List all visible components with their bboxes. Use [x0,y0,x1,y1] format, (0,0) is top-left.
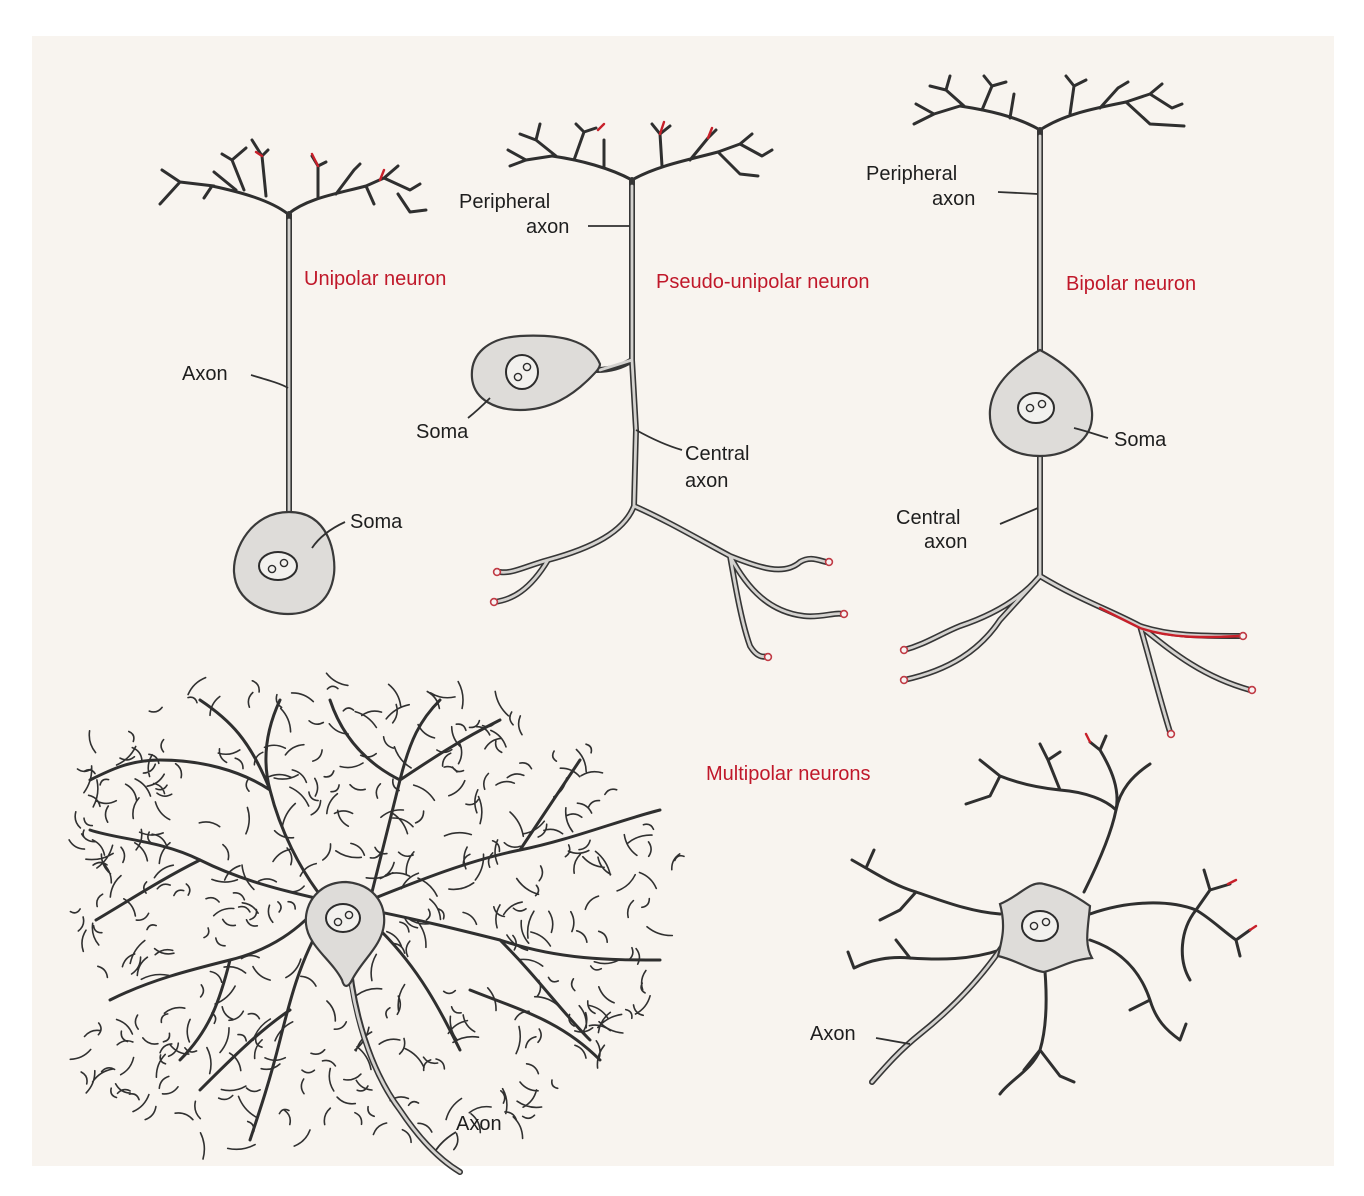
small-axon-leader [875,1037,911,1045]
pseudo-central-label: Central [685,443,749,465]
axon-terminal-icon [489,597,499,607]
unipolar-dendrite-tips [254,150,386,182]
nucleolus-icon [1029,921,1039,931]
bipolar-nucleus [1017,392,1055,424]
unipolar-nucleus [258,551,298,581]
axon-terminal-icon [824,557,834,567]
pseudo-nucleus [505,354,539,390]
bipolar-central-label-2: axon [924,531,967,553]
multipolar-neuron-large: Axon [68,672,685,1175]
nucleolus-icon [1037,399,1047,409]
large-multipolar-soma [304,880,386,988]
large-axon-leader [435,1131,457,1151]
axon-terminal-icon [1166,729,1176,739]
nucleolus-icon [344,910,354,920]
bipolar-soma-label: Soma [1114,429,1167,451]
multipolar-title: Multipolar neurons [706,763,871,785]
pseudo-peripheral-branches [506,122,774,182]
bipolar-soma-leader [1073,427,1109,439]
small-dendrites [846,734,1252,1096]
unipolar-axon-label: Axon [182,363,228,385]
small-dendrite-tips [1084,732,1258,932]
nucleolus-icon [333,917,343,927]
bipolar-dendrites [912,74,1186,132]
small-multipolar-nucleus [1021,910,1059,942]
bipolar-peripheral-leader [997,191,1039,195]
nucleolus-icon [267,564,277,574]
nucleolus-icon [522,362,532,372]
unipolar-title: Unipolar neuron [304,268,446,290]
pseudo-central-label-2: axon [685,470,728,492]
nucleolus-icon [279,558,289,568]
bipolar-central-leader [999,507,1039,525]
dendritic-spine-texture [68,672,685,1160]
unipolar-soma-leader [311,521,346,549]
large-multipolar-nucleus [325,903,361,933]
bipolar-central-label: Central [896,507,960,529]
unipolar-soma-label: Soma [350,511,403,533]
nucleolus-icon [1025,403,1035,413]
small-multipolar-axon-label: Axon [810,1023,856,1045]
nucleolus-icon [1041,917,1051,927]
axon-terminal-icon [763,652,773,662]
bipolar-peripheral-label-2: axon [932,188,975,210]
bipolar-peripheral-label: Peripheral [866,163,957,185]
pseudo-central-leader [635,429,683,451]
axon-terminal-icon [899,675,909,685]
pseudo-soma-label: Soma [416,421,469,443]
pseudo-peripheral-label-2: axon [526,216,569,238]
unipolar-dendrites [158,138,428,216]
dendritic-spines [68,672,685,1160]
multipolar-neuron-small: Axon [810,732,1258,1096]
pseudo-soma-leader [467,397,491,419]
unipolar-axon-leader [250,374,289,389]
axon-terminal-icon [1247,685,1257,695]
axon-terminal-icon [1238,631,1248,641]
nucleolus-icon [513,372,523,382]
pseudo-peripheral-label: Peripheral [459,191,550,213]
axon-terminal-icon [899,645,909,655]
bipolar-title: Bipolar neuron [1066,273,1196,295]
axon-terminal-icon [839,609,849,619]
pseudo-unipolar-neuron: Peripheral axon Pseudo-unipolar neuron S… [416,120,870,662]
large-multipolar-axon-label: Axon [456,1113,502,1135]
pseudo-title: Pseudo-unipolar neuron [656,271,870,293]
axon-terminal-icon [492,567,502,577]
bipolar-neuron: Peripheral axon Bipolar neuron Soma Cent… [866,74,1257,739]
unipolar-neuron: Unipolar neuron Axon Soma [158,138,446,616]
